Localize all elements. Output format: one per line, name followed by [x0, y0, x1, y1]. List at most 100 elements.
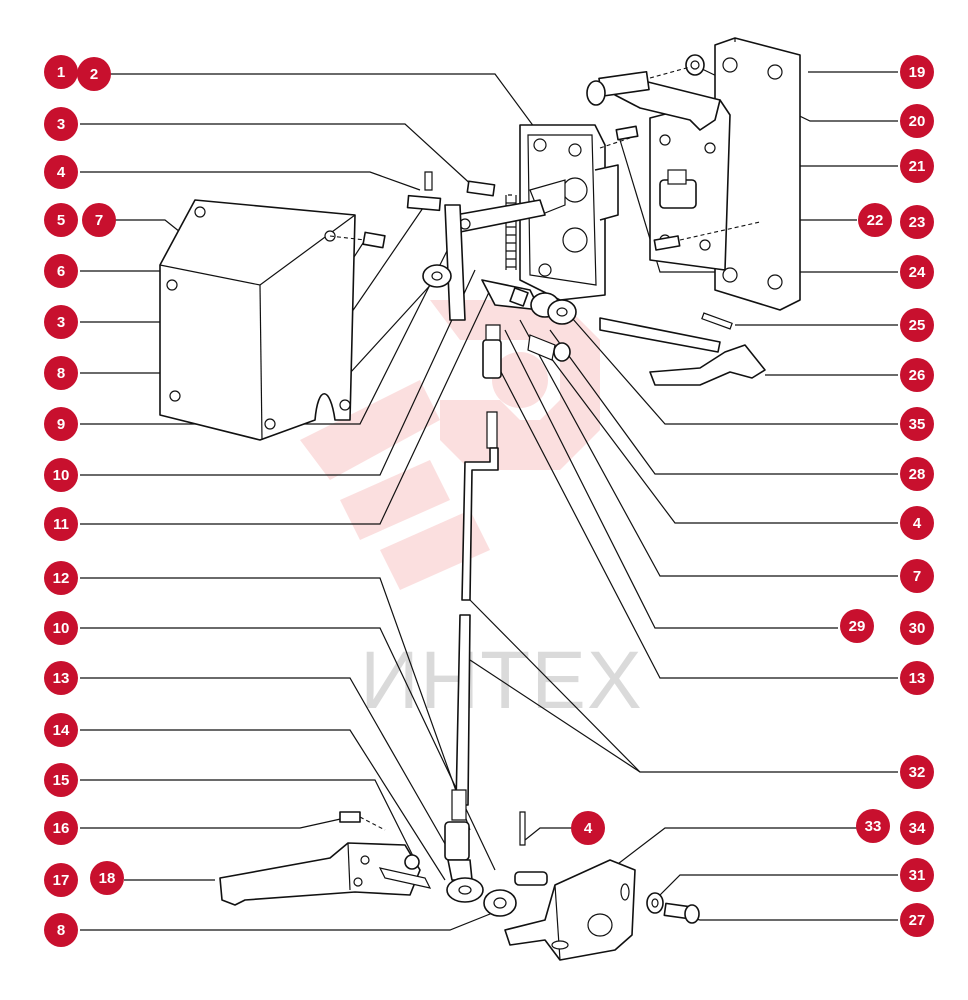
callout-badge: [44, 55, 78, 89]
callout-14: 14: [44, 713, 78, 747]
coupler-10: [444, 821, 473, 881]
coupler-14: [446, 877, 484, 903]
screw-24: [615, 125, 761, 251]
callout-11: 11: [44, 507, 78, 541]
callout-badge: [44, 203, 78, 237]
nut-15: [404, 854, 420, 870]
callout-number: 1: [57, 64, 65, 81]
screw-6: [362, 231, 386, 249]
callout-4: 4: [900, 506, 934, 540]
handle-26: [599, 317, 766, 386]
callout-badge: [44, 356, 78, 390]
callout-number: 30: [909, 620, 926, 637]
callout-number: 8: [57, 365, 65, 382]
callout-badge: [900, 559, 934, 593]
bolt-3b: [406, 194, 442, 212]
callout-number: 7: [913, 568, 921, 585]
callout-number: 10: [53, 467, 70, 484]
callout-number: 11: [53, 516, 69, 533]
callout-number: 22: [867, 212, 884, 229]
callout-badge: [900, 903, 934, 937]
callout-number: 35: [909, 416, 926, 433]
striker-plate-19: [714, 37, 801, 311]
callout-26: 26: [900, 358, 934, 392]
callout-7: 7: [82, 203, 116, 237]
callout-number: 4: [584, 820, 593, 837]
callout-number: 2: [90, 66, 98, 83]
callout-25: 25: [900, 308, 934, 342]
callout-19: 19: [900, 55, 934, 89]
callout-badge: [900, 104, 934, 138]
pin-7: [527, 334, 571, 362]
callout-3: 3: [44, 305, 78, 339]
callout-21: 21: [900, 149, 934, 183]
callout-badge: [900, 811, 934, 845]
callout-badge: [44, 811, 78, 845]
bushing-8: [422, 264, 452, 288]
callout-28: 28: [900, 457, 934, 491]
callout-number: 32: [909, 764, 926, 781]
callout-15: 15: [44, 763, 78, 797]
callout-number: 24: [909, 264, 926, 281]
pin-13: [514, 871, 548, 886]
vertical-rod: [451, 339, 502, 821]
callout-number: 34: [909, 820, 926, 837]
callout-13: 13: [44, 661, 78, 695]
callout-20: 20: [900, 104, 934, 138]
callout-number: 31: [909, 867, 926, 884]
striker-body-22: [649, 99, 731, 271]
callout-10: 10: [44, 458, 78, 492]
bracket-33-34: [504, 859, 636, 961]
pin-4-lower: [519, 811, 526, 846]
callout-badge: [840, 609, 874, 643]
callout-number: 16: [53, 820, 70, 837]
callout-badge: [900, 358, 934, 392]
pin-25: [701, 312, 733, 330]
spring-link: [454, 194, 546, 311]
callout-4: 4: [571, 811, 605, 845]
callout-badge: [44, 305, 78, 339]
callout-number: 10: [53, 620, 70, 637]
callout-badge: [44, 713, 78, 747]
callout-2: 2: [77, 57, 111, 91]
callout-8: 8: [44, 356, 78, 390]
callout-number: 18: [99, 870, 116, 887]
callout-number: 17: [53, 872, 70, 889]
callout-7: 7: [900, 559, 934, 593]
callout-32: 32: [900, 755, 934, 789]
callout-badge: [44, 863, 78, 897]
lower-lever: [219, 842, 432, 906]
callout-30: 30: [900, 611, 934, 645]
callout-8: 8: [44, 913, 78, 947]
callout-badge: [900, 858, 934, 892]
callouts: 1 2 3 4 5 7 6 3 8 9 10 11 12 10 13 14 15…: [44, 55, 934, 947]
callout-number: 9: [57, 416, 65, 433]
callout-4: 4: [44, 155, 78, 189]
screw-16: [339, 811, 386, 831]
roller-28: [530, 292, 577, 325]
callout-badge: [44, 561, 78, 595]
callout-number: 3: [57, 314, 65, 331]
pin-4-top: [424, 171, 433, 191]
callout-badge: [900, 308, 934, 342]
callout-number: 20: [909, 113, 926, 130]
callout-22: 22: [858, 203, 892, 237]
callout-badge: [900, 149, 934, 183]
callout-29: 29: [840, 609, 874, 643]
callout-6: 6: [44, 254, 78, 288]
callout-number: 12: [53, 570, 70, 587]
callout-number: 6: [57, 263, 65, 280]
callout-number: 13: [53, 670, 70, 687]
callout-33: 33: [856, 809, 890, 843]
callout-17: 17: [44, 863, 78, 897]
bolt-20: [586, 54, 705, 106]
callout-number: 13: [909, 670, 926, 687]
callout-badge: [44, 913, 78, 947]
bracket-21: [614, 79, 721, 131]
callout-badge: [90, 861, 124, 895]
callout-12: 12: [44, 561, 78, 595]
callout-badge: [44, 611, 78, 645]
callout-5: 5: [44, 203, 78, 237]
callout-number: 3: [57, 116, 65, 133]
callout-badge: [44, 458, 78, 492]
